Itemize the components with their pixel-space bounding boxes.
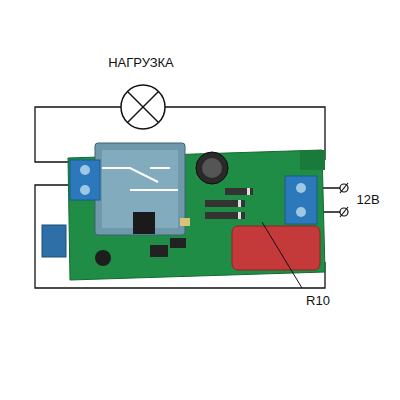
terminal-block <box>70 160 100 200</box>
voltage-label: 12В <box>356 193 379 207</box>
ic <box>133 212 155 234</box>
small-capacitor <box>95 250 111 266</box>
pcb <box>42 143 325 280</box>
film-capacitor <box>232 226 320 270</box>
diode <box>205 188 253 219</box>
trimmer <box>42 225 66 257</box>
terminal-symbol <box>340 183 348 217</box>
capacitor <box>196 152 228 184</box>
terminal-block <box>285 176 317 224</box>
relay <box>95 143 185 235</box>
part-name: R10 <box>306 294 330 308</box>
lamp-symbol <box>121 85 165 129</box>
load-label: НАГРУЗКА <box>108 56 174 70</box>
leader-line <box>262 222 302 288</box>
